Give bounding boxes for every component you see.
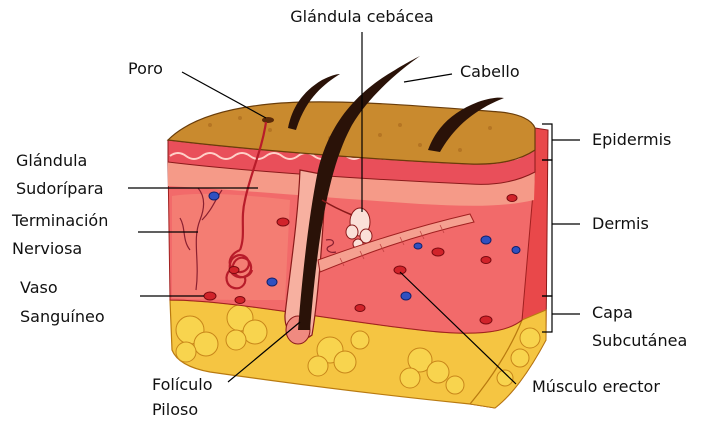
pore-opening [262, 117, 274, 123]
label-dermis: Dermis [592, 214, 649, 233]
label-glandula-sudoripara-line2: Sudorípara [16, 179, 104, 198]
leader-cabello [404, 74, 452, 82]
label-foliculo-piloso-line1: Folículo [152, 375, 212, 394]
skin-block-illustration [168, 56, 548, 408]
label-capa-subcutanea-line2: Subcutánea [592, 331, 687, 350]
label-musculo-erector: Músculo erector [532, 377, 660, 396]
label-vaso-sanguineo-line1: Vaso [20, 278, 58, 297]
label-terminacion-nerviosa-line1: Terminación [11, 211, 108, 230]
label-glandula-cebacea: Glándula cebácea [290, 7, 433, 26]
label-epidermis: Epidermis [592, 130, 671, 149]
leader-poro [182, 72, 266, 118]
label-glandula-sudoripara-line1: Glándula [16, 151, 87, 170]
label-terminacion-nerviosa-line2: Nerviosa [12, 239, 82, 258]
label-capa-subcutanea-line1: Capa [592, 303, 633, 322]
label-foliculo-piloso-line2: Piloso [152, 400, 198, 419]
label-vaso-sanguineo-line2: Sanguíneo [20, 307, 105, 326]
label-poro: Poro [128, 59, 163, 78]
label-cabello: Cabello [460, 62, 520, 81]
